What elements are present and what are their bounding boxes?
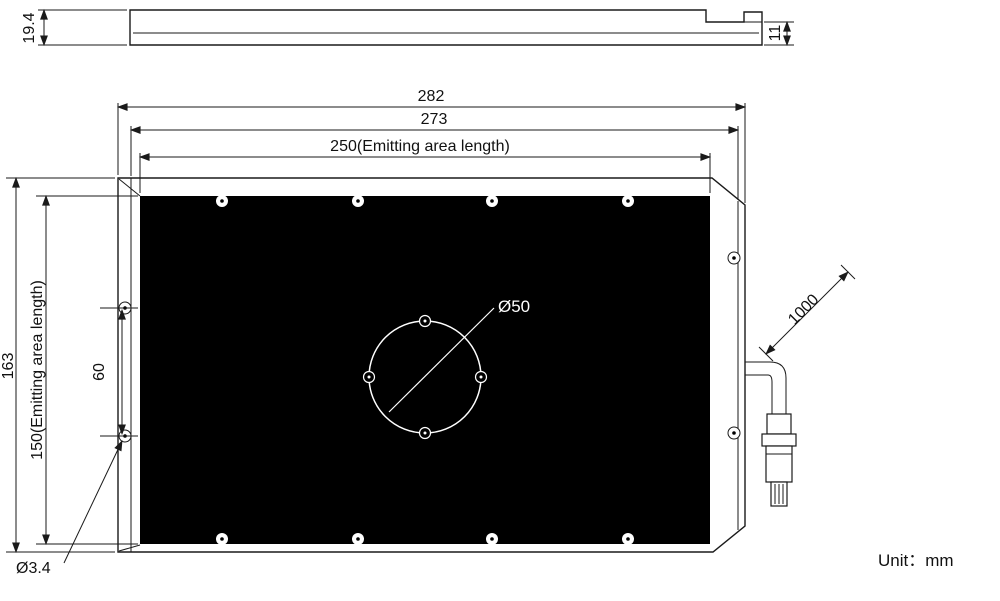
mounting-holes-bottom-row (216, 533, 634, 545)
outer-frame (117, 177, 746, 553)
dim-overall-width-label: 282 (418, 88, 445, 105)
connector-plug (761, 413, 797, 507)
frame-miter-top-left (118, 178, 141, 197)
dim-profile-height: 19.4 (21, 8, 127, 47)
profile-outline (129, 9, 763, 46)
front-view: Ø50 (117, 177, 746, 553)
dim-emitting-height-label: 150(Emitting area length) (29, 280, 46, 460)
dim-emitting-width: 250(Emitting area length) (138, 138, 712, 193)
dim-profile-height-label: 19.4 (21, 12, 38, 43)
center-circle-diameter-label: Ø50 (498, 297, 530, 316)
cable-outer-edge (745, 361, 787, 414)
dim-cable-length-label: 1000 (785, 291, 822, 328)
dim-overall-height-label: 163 (0, 353, 17, 380)
dim-hole-pitch-label: 60 (91, 363, 108, 381)
dim-emitting-width-label: 250(Emitting area length) (330, 138, 510, 155)
mounting-holes-left-strip (118, 301, 132, 443)
center-circle-leader (388, 307, 495, 413)
side-profile-view: 19.4 11 (21, 8, 794, 47)
emitting-area (140, 196, 710, 544)
dim-frame-width-label: 273 (421, 111, 448, 128)
hole-diameter-callout: Ø3.4 (16, 439, 123, 577)
mounting-holes-right-strip (727, 251, 741, 440)
dim-overall-width: 282 (116, 88, 747, 203)
mounting-holes-top-row (216, 195, 634, 207)
dim-emitting-height: 150(Emitting area length) (29, 194, 138, 546)
cable-inner-edge (745, 374, 773, 414)
center-circle-group: Ø50 (362, 297, 530, 440)
hole-diameter-label: Ø3.4 (16, 560, 51, 577)
cable-and-connector: 1000 (745, 264, 856, 507)
frame-miter-bottom-left (118, 544, 141, 552)
dim-hole-pitch: 60 (91, 307, 138, 437)
dim-frame-width: 273 (129, 111, 740, 200)
dim-overall-height: 163 (0, 176, 115, 554)
dim-profile-end-height-label: 11 (767, 25, 784, 42)
dim-cable-length: 1000 (758, 264, 856, 362)
dim-profile-end-height: 11 (764, 20, 794, 47)
unit-note: Unit：mm (878, 551, 954, 570)
